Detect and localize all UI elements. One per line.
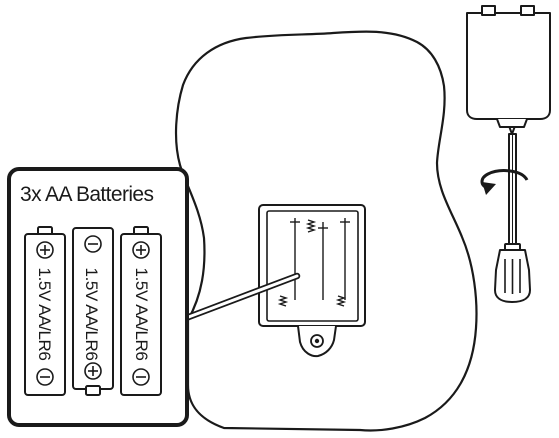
callout-title: 3x AA Batteries <box>20 183 154 206</box>
battery-2 <box>72 227 114 396</box>
battery-1-label: 1.5V AA/LR6 <box>35 267 54 361</box>
callout-leader <box>182 272 301 322</box>
battery-compartment <box>258 204 366 358</box>
rotate-arrow-icon <box>480 169 529 195</box>
battery-2-label: 1.5V AA/LR6 <box>82 267 101 361</box>
battery-1 <box>24 226 66 396</box>
battery-3-label: 1.5V AA/LR6 <box>132 267 151 361</box>
battery-cover-icon <box>466 5 551 128</box>
screwdriver-icon <box>494 125 531 303</box>
battery-3 <box>120 226 162 396</box>
